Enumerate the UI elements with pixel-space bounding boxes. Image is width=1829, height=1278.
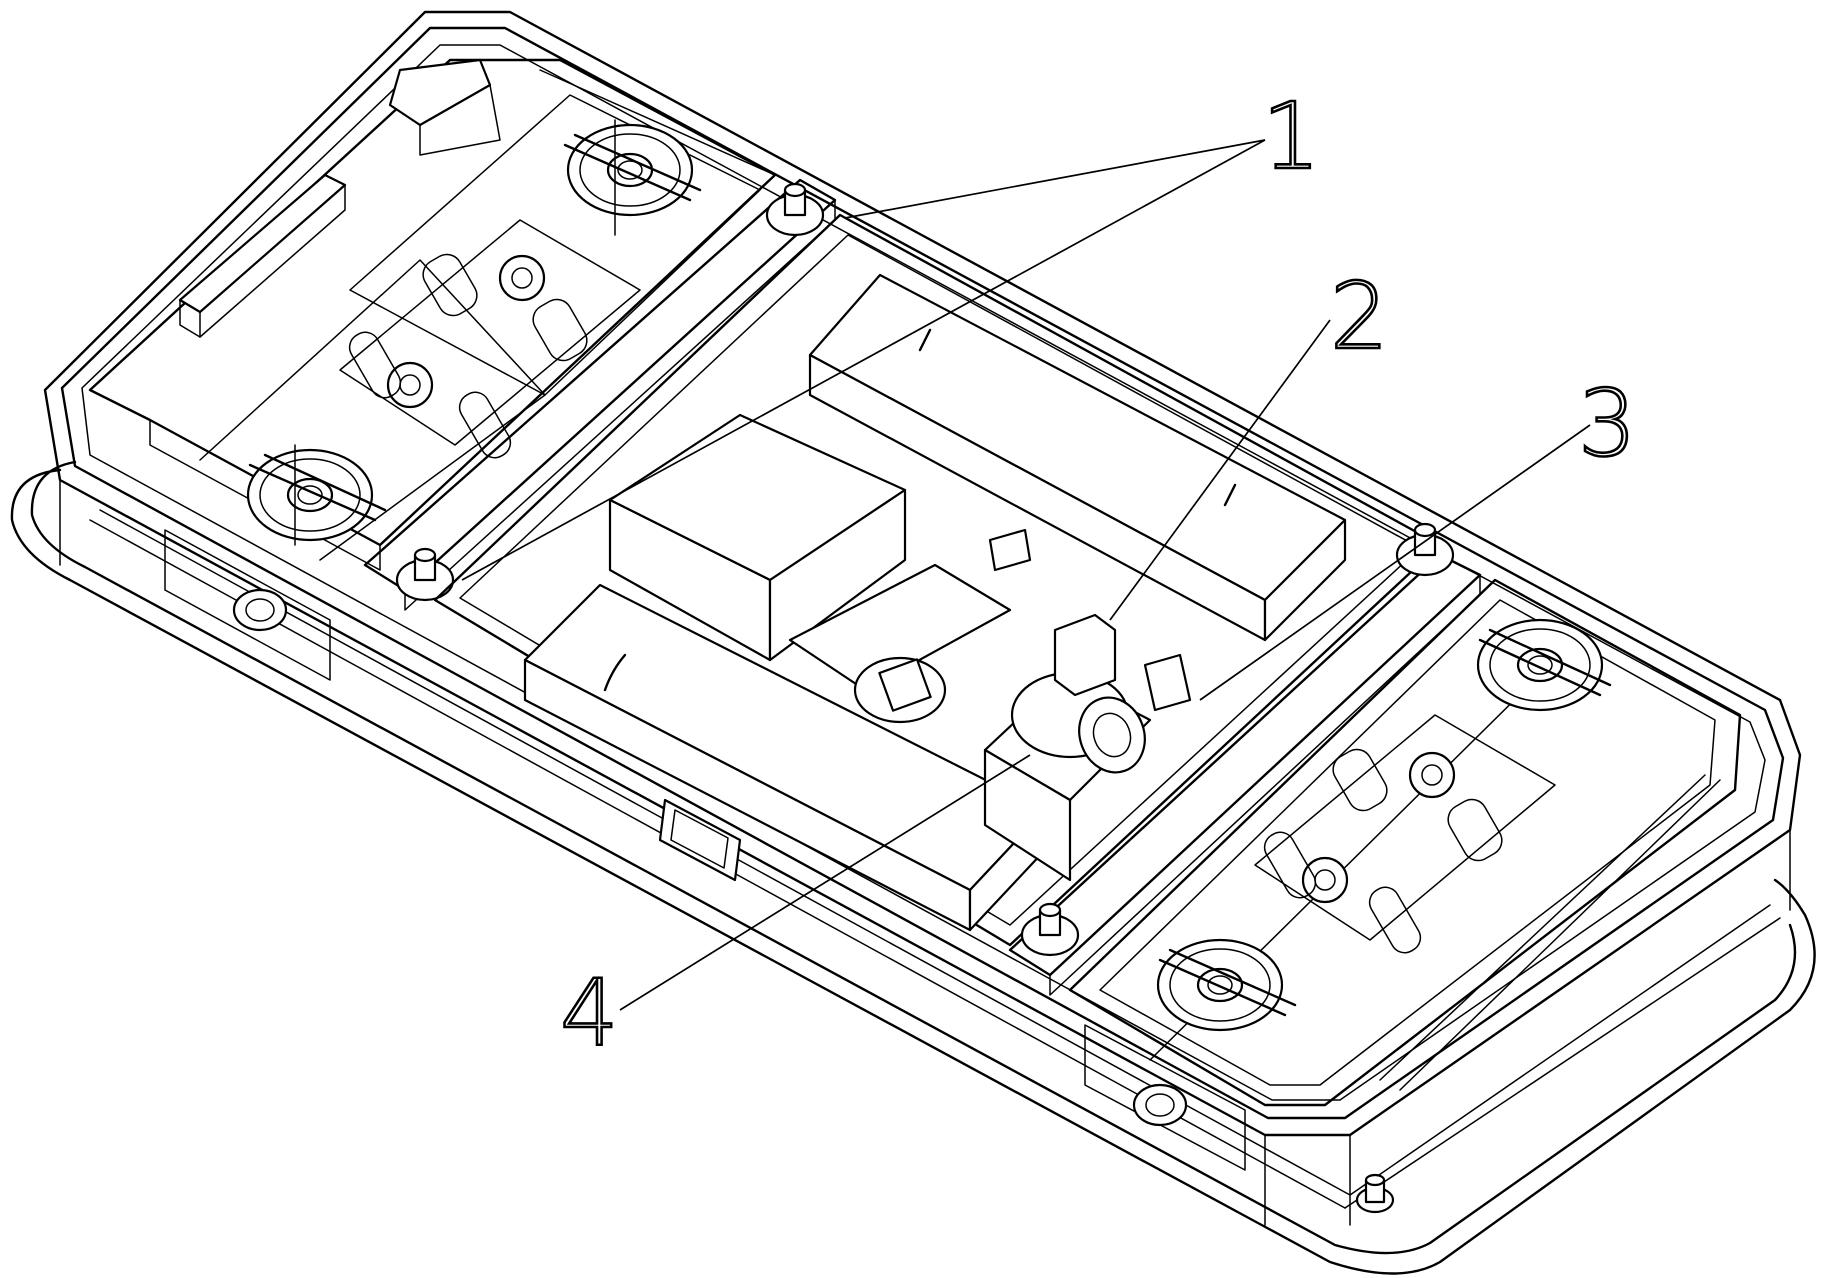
callout-label-3: 3 [1578,370,1637,477]
drive-motor-unit [985,615,1190,880]
battery-box-top [810,275,1345,640]
sprocket-right-bottom [1158,940,1295,1030]
callout-label-4: 4 [560,960,619,1067]
sprocket-left-top [565,120,700,235]
corner-pin [1357,1175,1393,1212]
gear-drive-right [1255,715,1555,958]
side-wheel-left [165,530,330,680]
center-bracket [990,530,1030,570]
callout-label-1: 1 [1262,83,1321,190]
callout-label-2: 2 [1330,263,1389,370]
leader-1a [845,140,1265,218]
sprocket-left-bottom [248,445,385,545]
side-handle [660,800,740,880]
gear-drive-left [340,220,640,463]
